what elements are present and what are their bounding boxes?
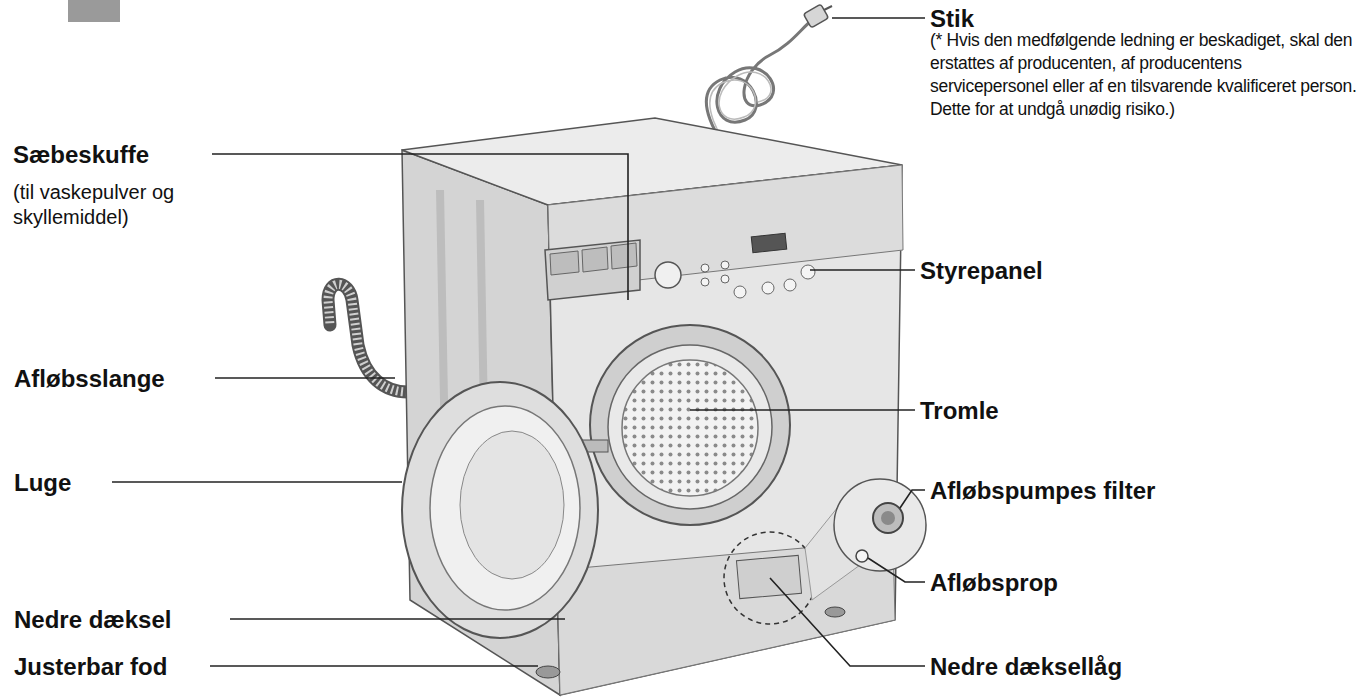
program-knob (655, 262, 681, 288)
drum-rim (622, 360, 758, 496)
part-label: Stik (930, 4, 974, 33)
leader-line (215, 377, 395, 379)
leader-line (900, 490, 925, 508)
plug (803, 4, 832, 28)
adjustable-foot (825, 607, 845, 617)
part-label: Tromle (920, 396, 999, 425)
leader-lines (112, 18, 925, 666)
drawer-compartment (550, 251, 579, 275)
part-label: Sæbeskuffe (13, 140, 149, 169)
drain-plug (856, 550, 868, 562)
part-label: Styrepanel (920, 256, 1043, 285)
control-buttons (701, 261, 815, 298)
leader-line (810, 269, 915, 271)
drawer-compartment (611, 243, 637, 269)
part-label: Afløbsslange (14, 364, 165, 393)
part-label: Afløbsprop (930, 568, 1058, 597)
leader-line (112, 481, 402, 483)
door-glass-inner (460, 431, 564, 579)
safety-note: (* Hvis den medfølgende ledning er beska… (930, 29, 1362, 121)
leader-line (212, 154, 628, 300)
leader-line (210, 665, 538, 667)
drum (600, 340, 780, 520)
leader-line (832, 17, 925, 19)
door-ring (590, 325, 790, 525)
part-label: Nedre dæksellåg (930, 652, 1122, 681)
pump-filter-cap (881, 511, 895, 525)
drawer-compartment (582, 247, 608, 272)
door-glass (430, 406, 580, 610)
leader-line (770, 578, 925, 666)
drain-hose (328, 284, 408, 392)
leader-line (230, 618, 565, 620)
lower-cover-lid (736, 555, 801, 598)
display (751, 233, 786, 252)
part-label: Nedre dæksel (14, 605, 171, 634)
detergent-drawer (545, 240, 640, 300)
leader-line (690, 409, 915, 411)
part-note: (til vaskepulver og skyllemiddel) (13, 180, 243, 230)
part-label: Justerbar fod (14, 652, 167, 681)
part-label: Afløbspumpes filter (930, 476, 1155, 505)
adjustable-foot (536, 666, 560, 678)
part-label: Luge (14, 468, 71, 497)
zoom-circle (834, 479, 926, 571)
corner-tab (68, 0, 120, 22)
pump-filter (873, 503, 903, 533)
leader-line (868, 558, 925, 582)
door (402, 382, 598, 638)
